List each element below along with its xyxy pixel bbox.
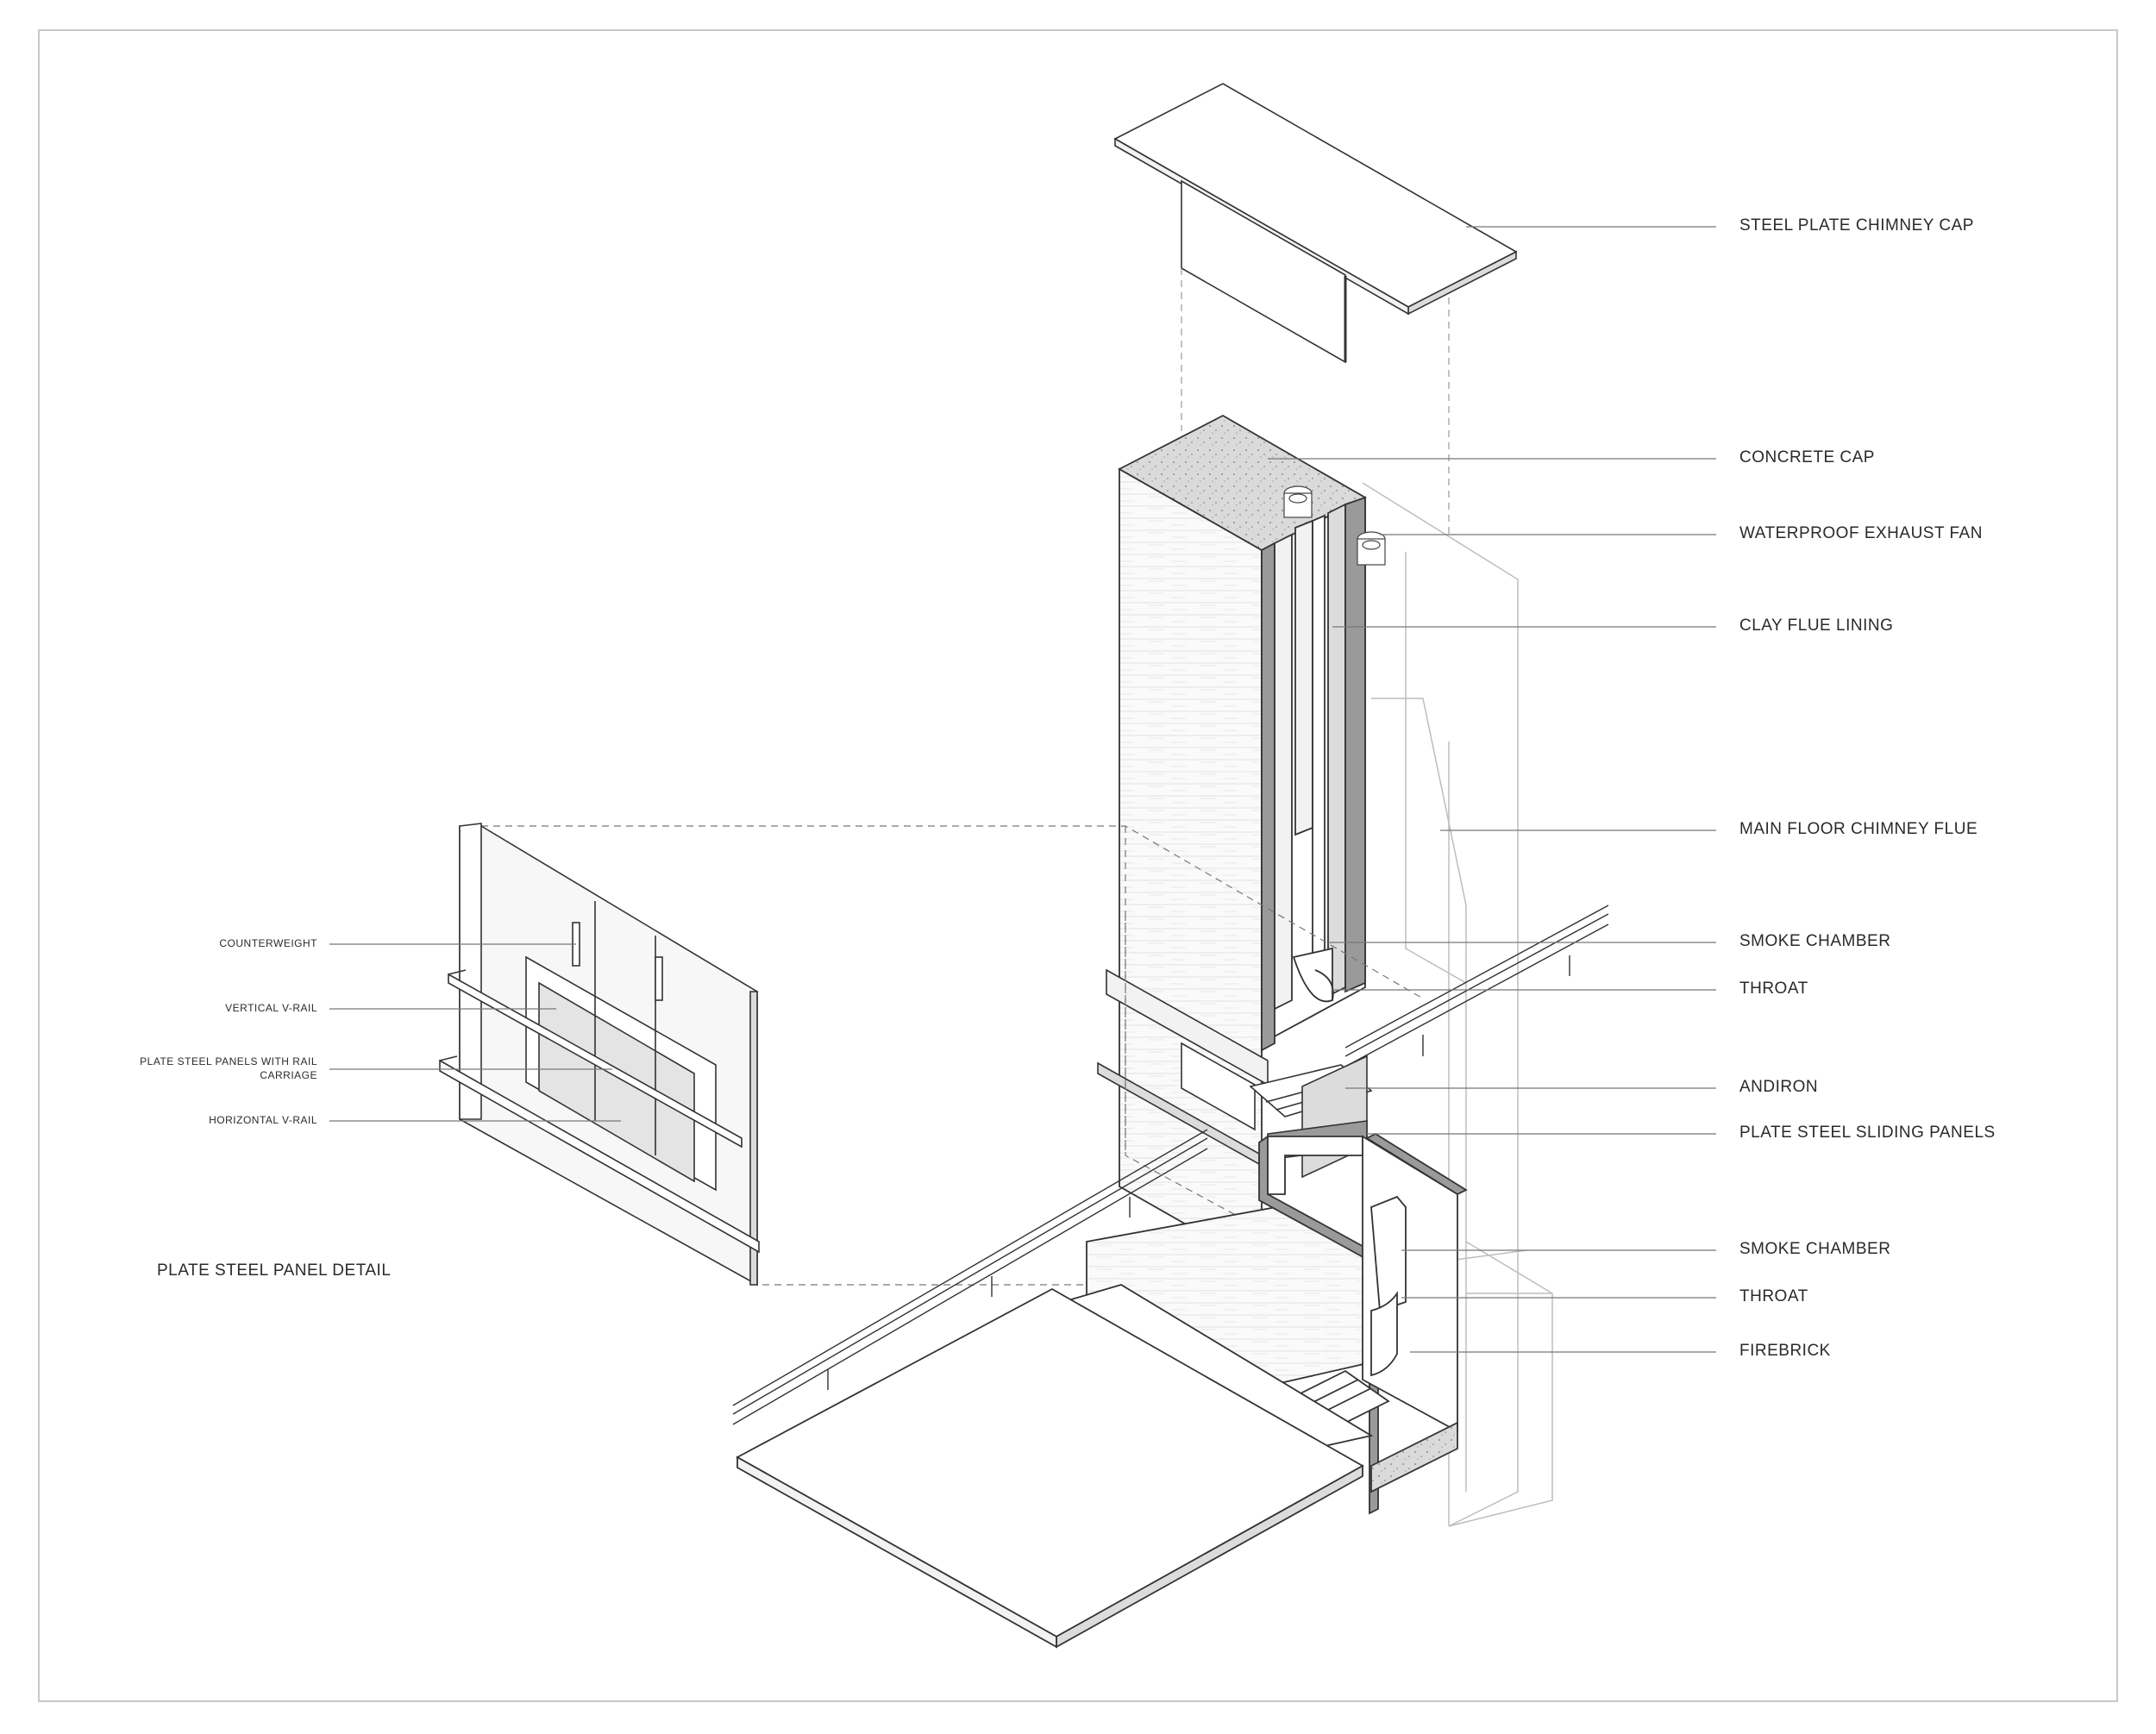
detail-callout-hidden-lines <box>481 825 1424 1286</box>
label-plate-steel-panels-line1: PLATE STEEL PANELS WITH RAIL <box>140 1055 317 1067</box>
label-steel-plate-chimney-cap: STEEL PLATE CHIMNEY CAP <box>1739 216 1974 235</box>
label-waterproof-exhaust-fan: WATERPROOF EXHAUST FAN <box>1739 524 1983 542</box>
label-throat-upper: THROAT <box>1739 980 1808 998</box>
cap-projection-lines <box>1181 268 1450 535</box>
label-smoke-chamber-lower: SMOKE CHAMBER <box>1739 1240 1891 1258</box>
steel-plate-chimney-cap <box>1113 83 1518 364</box>
drawing-frame <box>38 29 2118 1702</box>
label-horizontal-v-rail: HORIZONTAL V-RAIL <box>209 1114 317 1126</box>
chimney-ghost-outline <box>1362 482 1553 1527</box>
label-plate-steel-sliding-panels: PLATE STEEL SLIDING PANELS <box>1739 1124 1996 1142</box>
label-clay-flue-lining: CLAY FLUE LINING <box>1739 617 1894 635</box>
floor-slab <box>736 1287 1364 1649</box>
waterproof-exhaust-fan <box>1283 485 1386 566</box>
plate-steel-panel-detail <box>439 823 760 1286</box>
label-counterweight: COUNTERWEIGHT <box>219 937 317 949</box>
floor-joists <box>732 905 1609 1425</box>
label-throat-lower: THROAT <box>1739 1287 1808 1305</box>
label-main-floor-chimney-flue: MAIN FLOOR CHIMNEY FLUE <box>1739 820 1978 838</box>
detail-title: PLATE STEEL PANEL DETAIL <box>157 1261 392 1280</box>
label-concrete-cap: CONCRETE CAP <box>1739 448 1875 466</box>
label-smoke-chamber-upper: SMOKE CHAMBER <box>1739 932 1891 950</box>
label-firebrick: FIREBRICK <box>1739 1342 1831 1360</box>
label-andiron: ANDIRON <box>1739 1078 1819 1096</box>
label-plate-steel-panels-line2: CARRIAGE <box>260 1069 317 1081</box>
label-vertical-v-rail: VERTICAL V-RAIL <box>225 1002 317 1014</box>
leader-lines <box>329 226 1716 1353</box>
